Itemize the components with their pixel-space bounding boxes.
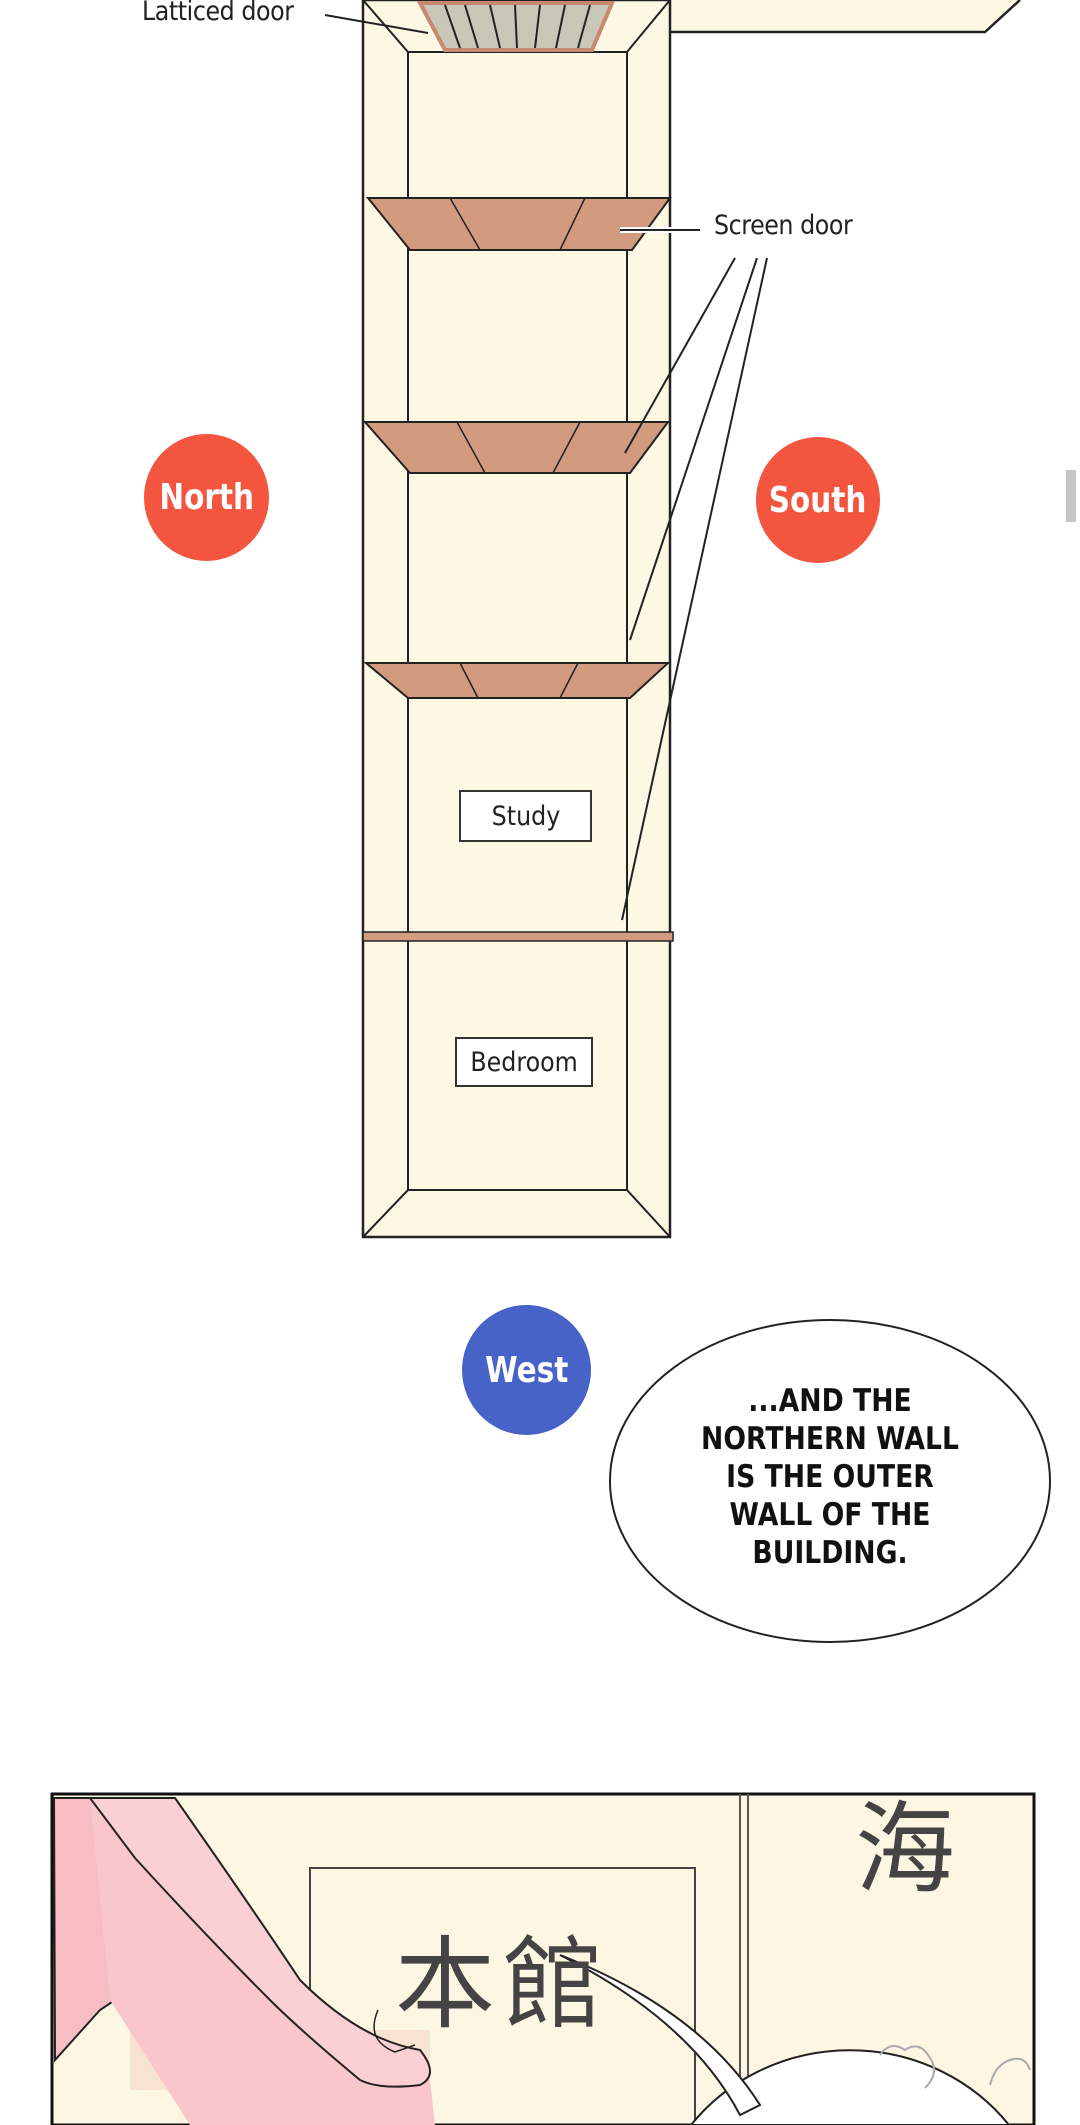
screen-door-4 bbox=[362, 931, 674, 942]
screen-door-1 bbox=[365, 197, 672, 251]
bubble-line: ...AND THE bbox=[748, 1383, 912, 1419]
west-marker: West bbox=[462, 1305, 591, 1435]
screen-door-label: Screen door bbox=[714, 210, 853, 241]
sign-kanji: 本館 bbox=[395, 1926, 611, 2043]
screen-door-2 bbox=[362, 421, 670, 474]
latticed-door bbox=[416, 1, 616, 52]
speech-bubble-text: ...AND THE NORTHERN WALL IS THE OUTER WA… bbox=[667, 1382, 994, 1572]
adjacent-room bbox=[670, 0, 1020, 32]
bubble-line: NORTHERN WALL bbox=[701, 1421, 959, 1457]
west-text: West bbox=[484, 1349, 569, 1391]
screen-door-3 bbox=[363, 662, 671, 699]
south-marker: South bbox=[756, 437, 880, 563]
latticed-door-label: Latticed door bbox=[142, 0, 294, 27]
comic-panel bbox=[50, 1792, 1036, 2125]
bubble-line: IS THE OUTER bbox=[726, 1459, 934, 1495]
speech-bubble-shape bbox=[609, 1319, 1051, 1643]
north-marker: North bbox=[144, 434, 269, 561]
bubble-line: BUILDING. bbox=[752, 1535, 908, 1571]
bedroom-text: Bedroom bbox=[470, 1046, 578, 1078]
study-text: Study bbox=[491, 800, 560, 832]
south-text: South bbox=[769, 479, 867, 521]
north-text: North bbox=[159, 477, 254, 518]
bedroom-room-label: Bedroom bbox=[455, 1037, 593, 1087]
side-kanji: 海 bbox=[855, 1791, 955, 1908]
bubble-line: WALL OF THE bbox=[729, 1497, 931, 1533]
study-room-label: Study bbox=[459, 790, 592, 842]
scrollbar[interactable] bbox=[1066, 470, 1076, 522]
